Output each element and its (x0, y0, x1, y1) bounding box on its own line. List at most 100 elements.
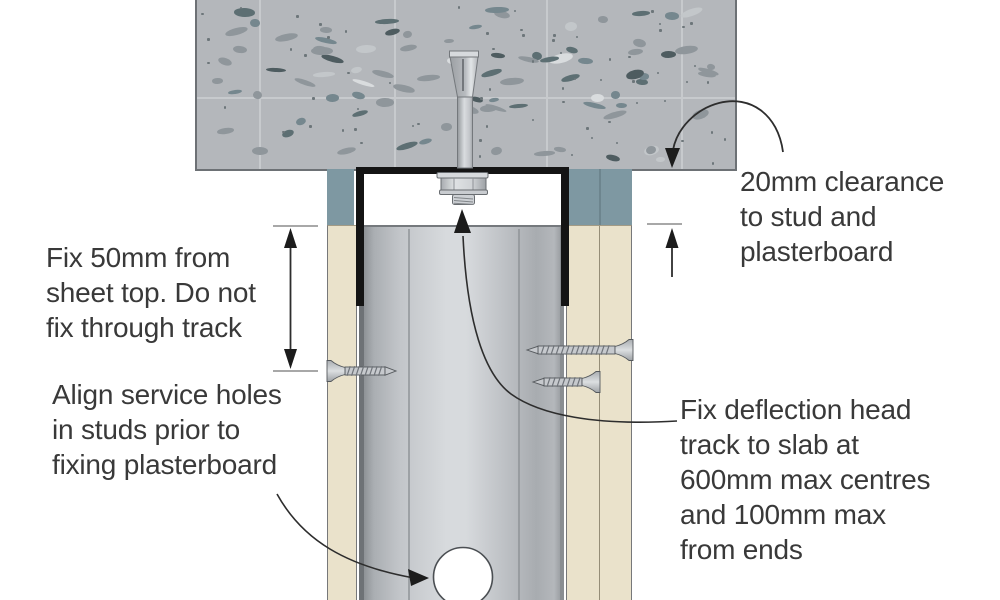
aggregate-dot (562, 100, 565, 104)
annotation-line: plasterboard (740, 236, 894, 267)
aggregate-speckle (274, 32, 298, 44)
annotation-line: in studs prior to (52, 414, 241, 445)
aggregate-dot (723, 138, 727, 141)
aggregate-dot (522, 34, 525, 37)
aggregate-speckle (691, 107, 710, 121)
aggregate-dot (570, 153, 574, 157)
acoustic-seal-left (327, 169, 354, 225)
aggregate-dot (575, 35, 579, 39)
aggregate-speckle (216, 55, 232, 67)
aggregate-dot (356, 107, 360, 111)
aggregate-dot (531, 118, 534, 121)
aggregate-speckle (371, 68, 394, 79)
aggregate-dot (628, 55, 631, 59)
aggregate-dot (573, 77, 577, 81)
aggregate-speckle (374, 17, 399, 24)
aggregate-dot (207, 38, 210, 41)
aggregate-dot (239, 6, 243, 10)
aggregate-dot (478, 155, 482, 158)
aggregate-dot (344, 30, 348, 33)
aggregate-speckle (577, 57, 593, 65)
annotation-20mm-clearance: 20mm clearance to stud and plasterboard (740, 164, 944, 269)
aggregate-dot (711, 162, 715, 165)
metal-stud (359, 225, 564, 600)
anchor-nut (440, 177, 487, 191)
aggregate-dot (223, 106, 227, 109)
aggregate-dot (656, 71, 660, 75)
slab-joint-line (681, 0, 683, 169)
aggregate-dot (201, 12, 204, 15)
aggregate-dot (341, 129, 345, 132)
aggregate-dot (635, 101, 639, 105)
annotation-fix-50mm: Fix 50mm from sheet top. Do not fix thro… (46, 240, 256, 345)
aggregate-speckle (499, 77, 524, 87)
aggregate-dot (480, 97, 483, 100)
slab-joint-line (197, 97, 735, 99)
aggregate-speckle (351, 77, 375, 89)
annotation-line: sheet top. Do not (46, 277, 256, 308)
aggregate-dot (289, 48, 293, 51)
aggregate-dot (586, 127, 589, 130)
aggregate-speckle (590, 93, 604, 103)
aggregate-dot (520, 28, 523, 32)
stud-ridge (518, 229, 520, 600)
annotation-line: to stud and (740, 201, 877, 232)
acoustic-seal-right (568, 169, 632, 225)
annotation-line: 600mm max centres (680, 464, 931, 495)
aggregate-dot (488, 88, 492, 91)
aggregate-dot (485, 125, 489, 128)
annotation-line: 20mm clearance (740, 166, 945, 197)
concrete-slab (195, 0, 737, 171)
aggregate-dot (552, 39, 555, 42)
aggregate-dot (685, 80, 688, 84)
aggregate-dot (659, 29, 662, 32)
anchor-collar (439, 189, 488, 195)
aggregate-dot (309, 125, 312, 128)
deflection-track-left-leg (356, 167, 364, 306)
aggregate-speckle (481, 67, 504, 79)
aggregate-speckle (605, 153, 621, 163)
annotation-line: from ends (680, 534, 803, 565)
aggregate-speckle (655, 156, 665, 162)
aggregate-speckle (232, 45, 248, 55)
aggregate-speckle (314, 35, 337, 45)
aggregate-speckle (598, 15, 609, 23)
aggregate-speckle (233, 7, 255, 17)
aggregate-dot (417, 122, 420, 126)
aggregate-speckle (310, 47, 333, 56)
aggregate-speckle (490, 52, 505, 59)
aggregate-speckle (560, 72, 581, 84)
aggregate-speckle (665, 11, 680, 20)
plasterboard-layer-joint (598, 226, 600, 600)
aggregate-dot (492, 47, 495, 51)
aggregate-speckle (418, 137, 433, 146)
aggregate-dot (207, 61, 210, 65)
aggregate-dot (681, 139, 684, 143)
annotation-line: Fix 50mm from (46, 242, 231, 273)
deflection-track-right-leg (561, 167, 569, 306)
aggregate-speckle (319, 26, 332, 33)
aggregate-speckle (582, 100, 606, 111)
plasterboard-left (327, 225, 357, 600)
aggregate-dot (462, 113, 466, 117)
aggregate-speckle (227, 89, 243, 96)
aggregate-speckle (443, 38, 455, 44)
aggregate-speckle (508, 102, 529, 109)
aggregate-dot (513, 9, 516, 13)
plasterboard-right (566, 225, 632, 600)
aggregate-dot (682, 25, 685, 29)
aggregate-speckle (534, 150, 556, 157)
aggregate-speckle (293, 76, 317, 89)
slab-joint-line (259, 0, 261, 169)
aggregate-dot (304, 54, 307, 57)
aggregate-dot (553, 34, 556, 37)
aggregate-dot (561, 87, 564, 90)
aggregate-speckle (610, 90, 620, 99)
aggregate-speckle (632, 38, 647, 49)
aggregate-dot (360, 141, 363, 145)
annotation-fix-deflection-track: Fix deflection head track to slab at 600… (680, 392, 930, 567)
aggregate-speckle (674, 44, 699, 56)
aggregate-speckle (252, 90, 263, 100)
aggregate-dot (296, 15, 299, 18)
